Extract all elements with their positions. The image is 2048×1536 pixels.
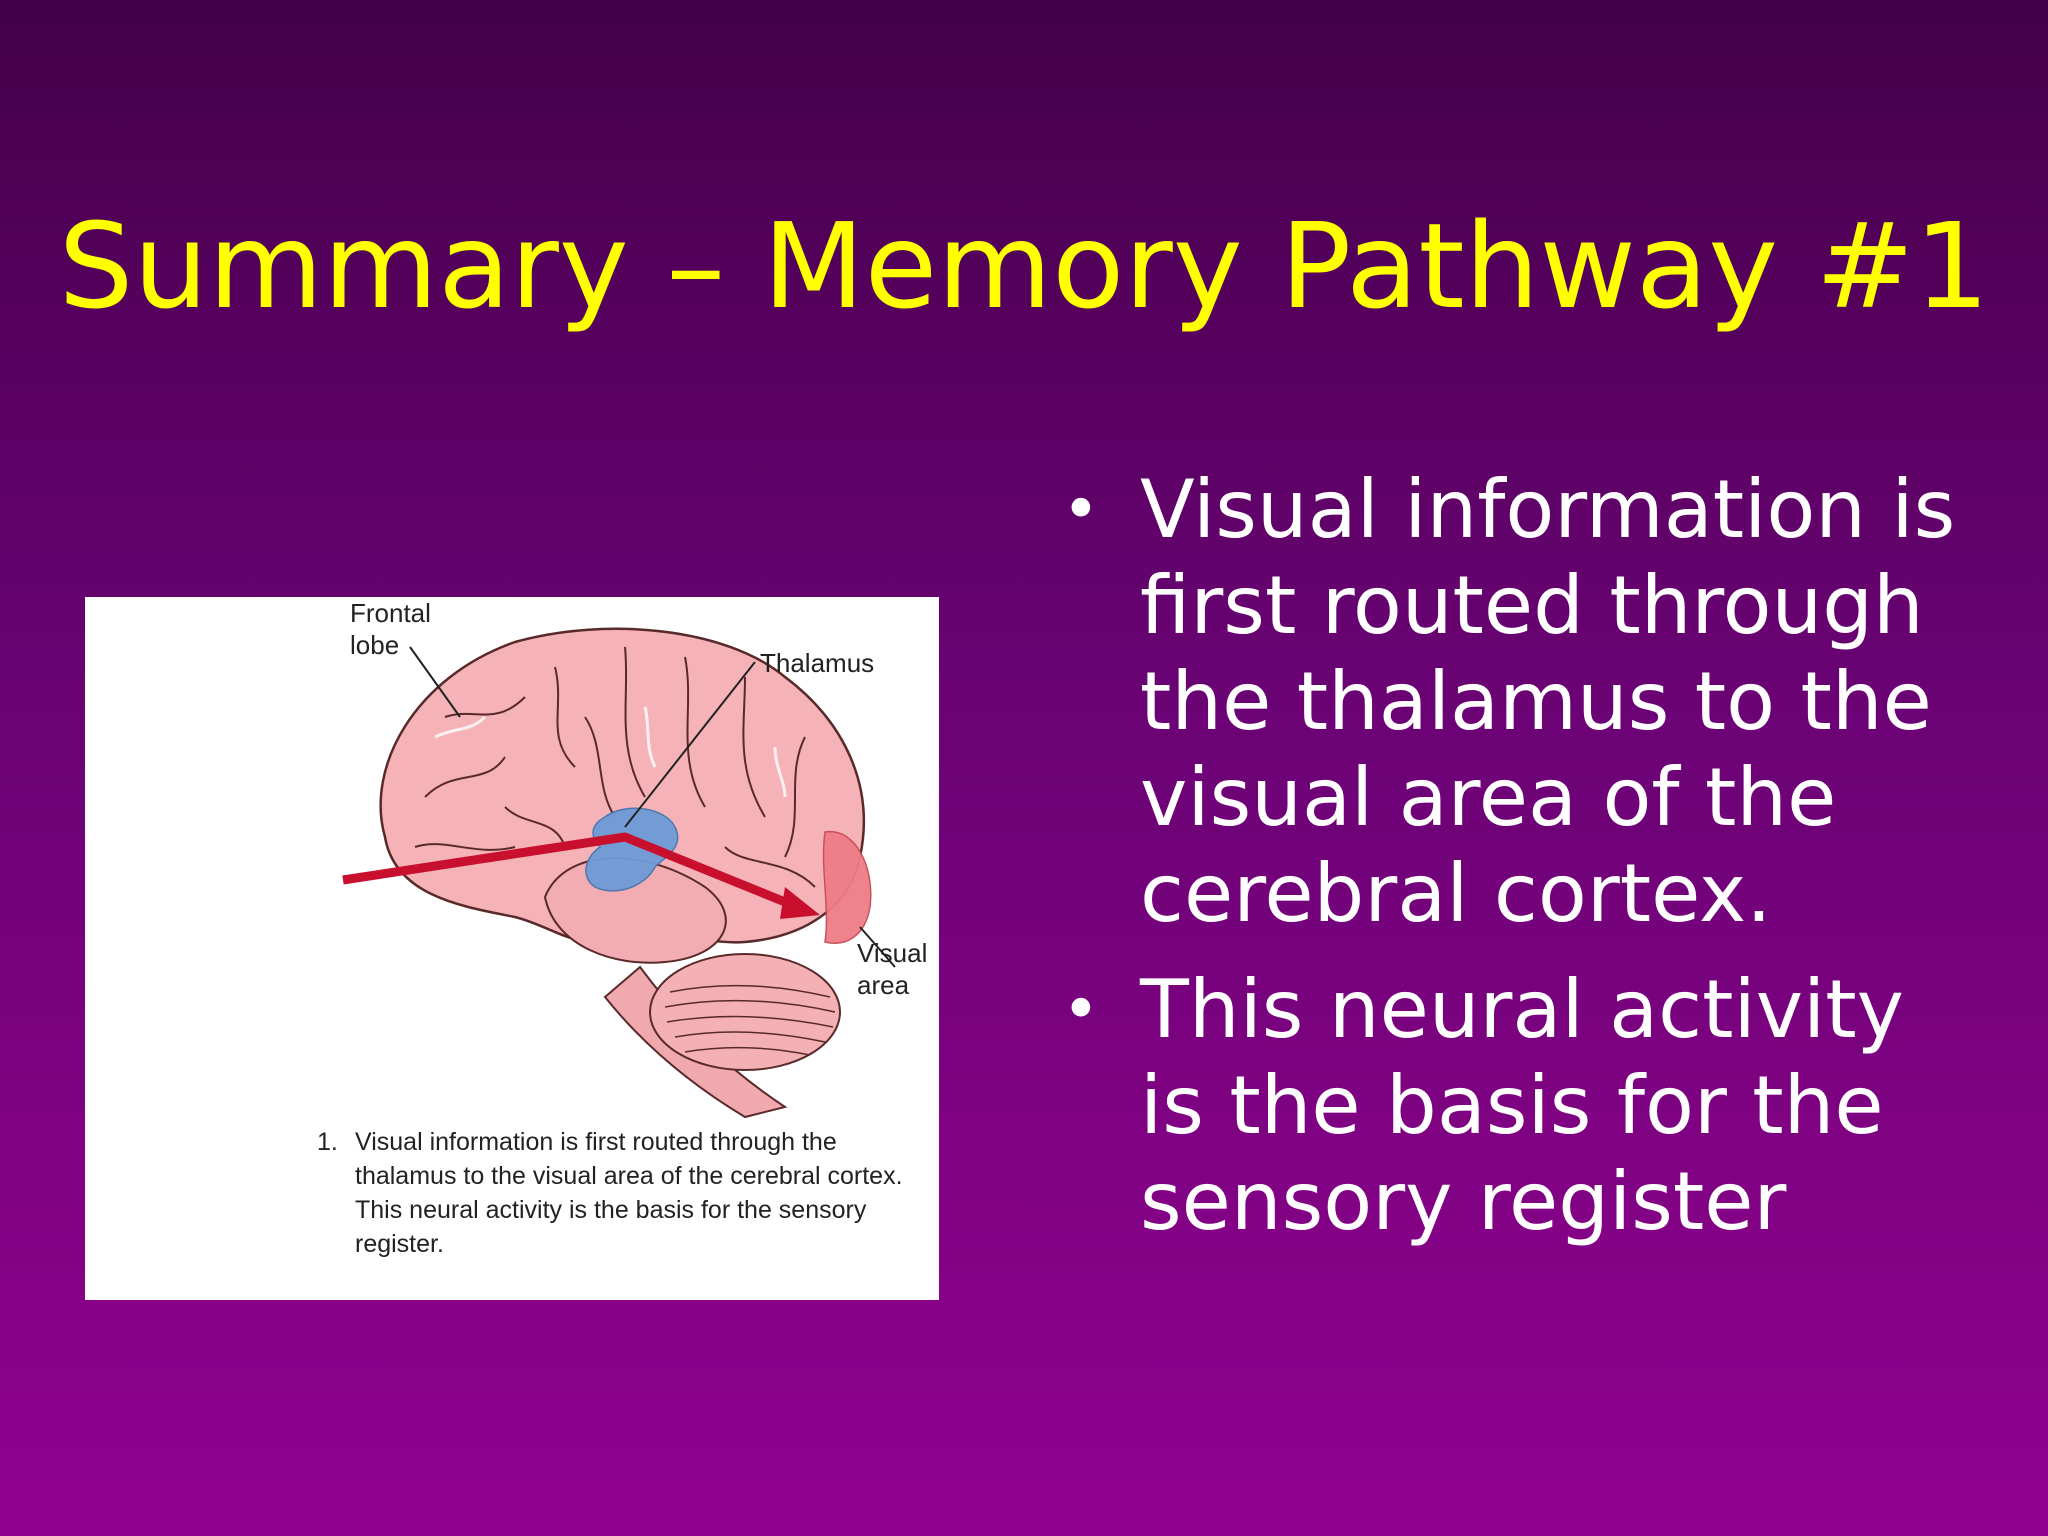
visual-pathway-arrow <box>342 832 787 907</box>
thalamus-label: Thalamus <box>760 648 875 678</box>
bullet-text: This neural activity is the basis for th… <box>1140 963 1904 1248</box>
slide-title: Summary – Memory Pathway #1 <box>58 197 1990 335</box>
bullet-item: • This neural activity is the basis for … <box>1060 962 1960 1250</box>
bullet-text: Visual information is first routed throu… <box>1140 463 1956 940</box>
pathway-arrowhead-icon <box>780 887 820 919</box>
visual-area-region <box>822 830 872 944</box>
caption-text: Visual information is first routed throu… <box>355 1128 903 1258</box>
label-leader-lines <box>409 646 896 968</box>
cortex-highlights <box>434 706 787 798</box>
cortex-folds <box>414 646 816 888</box>
figure-caption: 1. Visual information is first routed th… <box>317 1125 915 1261</box>
caption-number: 1. <box>317 1128 338 1156</box>
bullet-icon: • <box>1062 473 1100 547</box>
cerebellum <box>649 953 841 1071</box>
bullet-item: • Visual information is first routed thr… <box>1060 462 1960 942</box>
visual-area-label: Visual area <box>857 938 928 1000</box>
thalamus-region <box>585 807 679 892</box>
bullet-list: • Visual information is first routed thr… <box>1060 462 1960 1270</box>
cerebellum-folds <box>664 984 836 1056</box>
bullet-icon: • <box>1062 973 1100 1047</box>
frontal-lobe-label: Frontal lobe <box>350 598 431 660</box>
brain-figure: Frontal lobe Thalamus Visual area 1. Vis… <box>85 597 939 1300</box>
brain-illustration <box>342 627 896 1119</box>
